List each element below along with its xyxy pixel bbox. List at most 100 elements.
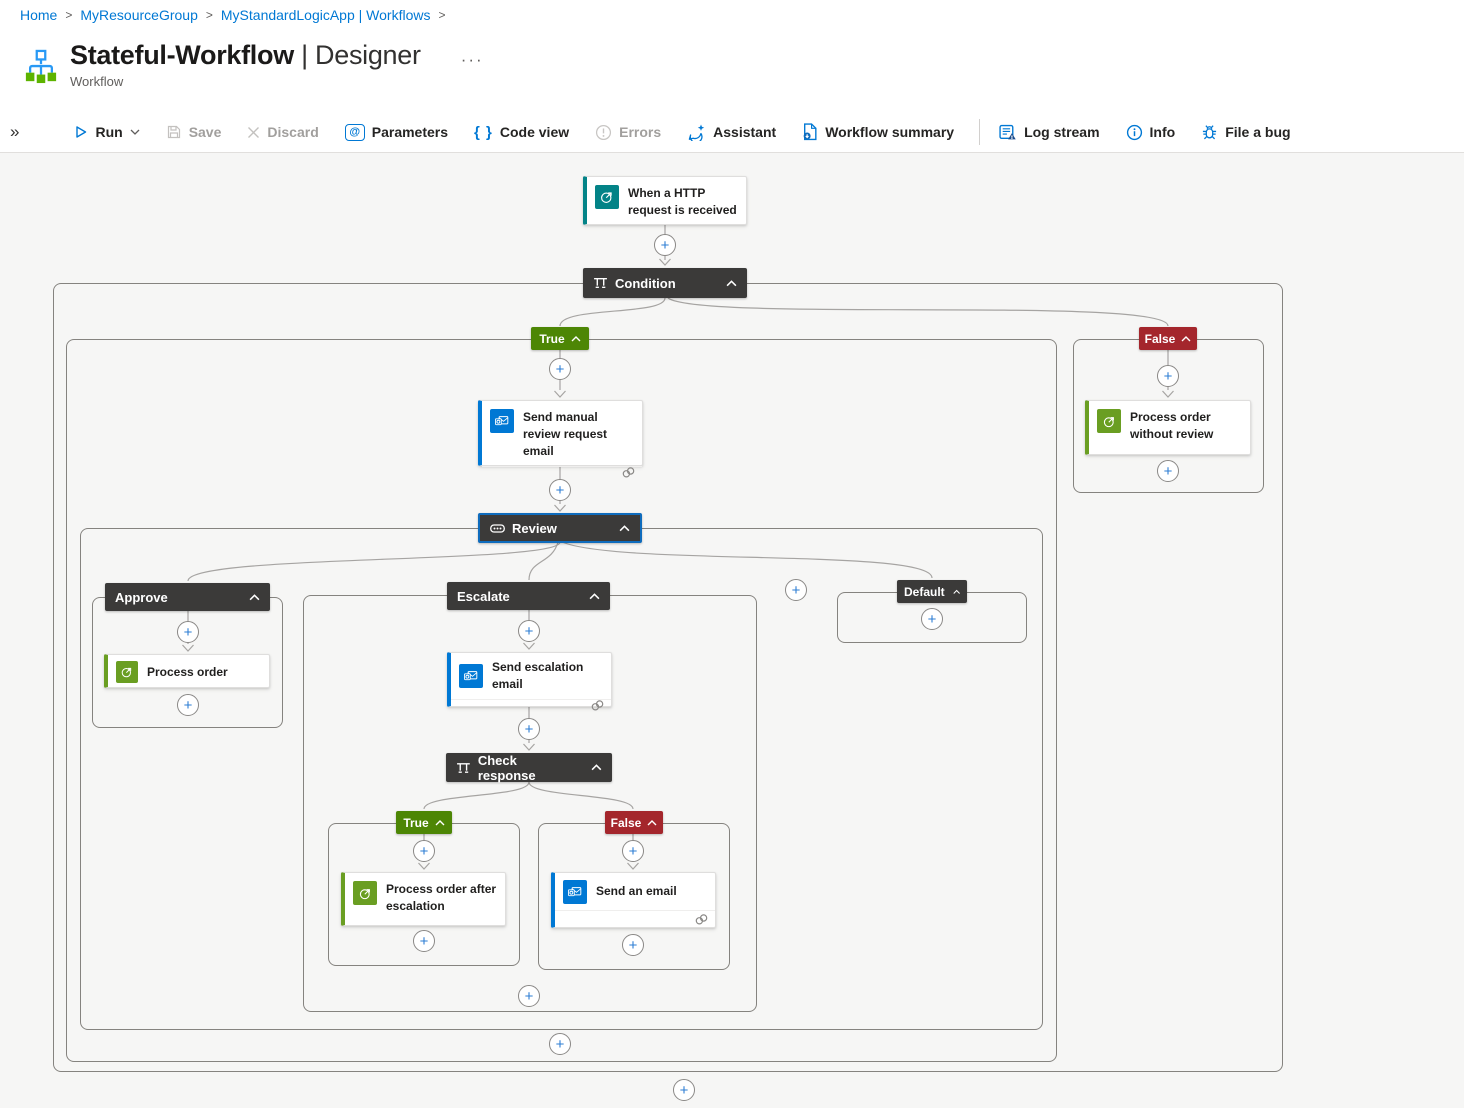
code-view-button[interactable]: { } Code view (474, 123, 570, 141)
condition-true-label[interactable]: True (531, 327, 589, 350)
plus-icon: + (1163, 462, 1173, 480)
action-label: Send manual review request email (523, 410, 608, 458)
action-card-send-escalation-email[interactable]: Send escalation email (447, 652, 612, 711)
http-action-icon (353, 881, 377, 905)
document-download-icon (803, 123, 817, 141)
breadcrumb: Home > MyResourceGroup > MyStandardLogic… (20, 7, 446, 23)
condition-false-label[interactable]: False (1139, 327, 1197, 350)
chevron-up-icon (953, 589, 960, 594)
case-escalate-header[interactable]: Escalate (447, 582, 610, 610)
breadcrumb-logic-app[interactable]: MyStandardLogicApp | Workflows (220, 7, 431, 23)
breadcrumb-home[interactable]: Home (20, 7, 58, 23)
info-button[interactable]: Info (1113, 112, 1189, 152)
add-action-button[interactable]: + (549, 479, 571, 501)
outlook-icon (563, 879, 587, 904)
trigger-card-http-request[interactable]: When a HTTP request is received (583, 176, 747, 225)
breadcrumb-resource-group[interactable]: MyResourceGroup (80, 7, 198, 23)
add-action-button[interactable]: + (177, 621, 199, 643)
plus-icon: + (555, 1035, 565, 1053)
plus-icon: + (927, 610, 937, 628)
file-a-bug-button[interactable]: File a bug (1188, 112, 1303, 152)
assistant-icon (688, 124, 705, 141)
close-icon (248, 126, 260, 138)
action-card-process-order[interactable]: Process order (104, 654, 270, 688)
discard-button[interactable]: Discard (234, 112, 331, 152)
plus-icon: + (1163, 367, 1173, 385)
action-label: Send escalation email (492, 660, 584, 691)
add-action-button[interactable]: + (1157, 365, 1179, 387)
review-switch-node[interactable]: Review (478, 513, 642, 543)
add-action-button[interactable]: + (518, 620, 540, 642)
toolbar-divider (979, 119, 981, 145)
condition-icon (594, 278, 607, 288)
expand-panel-icon[interactable]: » (10, 122, 20, 141)
condition-node[interactable]: Condition (583, 268, 747, 298)
check-false-label[interactable]: False (605, 811, 663, 834)
plus-icon: + (183, 623, 193, 641)
chevron-up-icon (591, 764, 602, 771)
add-action-button[interactable]: + (177, 694, 199, 716)
case-label: Default (904, 584, 945, 599)
action-card-send-manual-review[interactable]: Send manual review request email (478, 400, 643, 478)
add-action-button[interactable]: + (549, 1033, 571, 1055)
outlook-icon (459, 664, 483, 688)
action-label: Send an email (596, 884, 677, 898)
chevron-up-icon (249, 593, 260, 600)
parameters-button[interactable]: @ Parameters (332, 112, 461, 152)
play-icon (76, 126, 87, 138)
action-card-process-order-without-review[interactable]: Process order without review (1085, 400, 1251, 455)
action-label: Process order (147, 664, 228, 679)
action-card-process-order-after-escalation[interactable]: Process order after escalation (341, 872, 506, 926)
page-title-view-suffix: | Designer (301, 40, 421, 70)
page-title: Stateful-Workflow | Designer (70, 40, 421, 70)
connection-icon (695, 913, 708, 925)
command-bar: » Run Save Discard @ Parameters { } Code… (0, 112, 1464, 153)
add-action-button[interactable]: + (673, 1079, 695, 1101)
add-action-button[interactable]: + (654, 234, 676, 256)
case-label: Approve (115, 589, 168, 605)
add-case-button[interactable]: + (785, 579, 807, 601)
add-action-button[interactable]: + (549, 358, 571, 380)
add-action-button[interactable]: + (921, 608, 943, 630)
http-action-icon (116, 661, 138, 683)
log-stream-button[interactable]: Log stream (986, 112, 1112, 152)
chevron-up-icon (1181, 335, 1191, 341)
info-icon (1126, 124, 1142, 140)
action-label: Process order without review (1130, 410, 1214, 441)
chevron-down-icon (130, 129, 140, 135)
breadcrumb-separator-icon: > (205, 8, 213, 22)
chevron-up-icon (571, 335, 581, 341)
add-action-button[interactable]: + (413, 930, 435, 952)
check-response-node[interactable]: Check response (446, 752, 612, 783)
plus-icon: + (628, 936, 638, 954)
plus-icon: + (419, 932, 429, 950)
condition-label: Condition (615, 275, 676, 291)
case-approve-header[interactable]: Approve (105, 583, 270, 611)
workflow-summary-button[interactable]: Workflow summary (789, 112, 967, 152)
connection-icon (622, 467, 635, 478)
http-request-icon (595, 185, 619, 209)
connection-icon (591, 700, 604, 711)
add-action-button[interactable]: + (518, 985, 540, 1007)
add-action-button[interactable]: + (518, 718, 540, 740)
plus-icon: + (660, 236, 670, 254)
check-response-label: Check response (477, 752, 536, 783)
action-card-send-an-email[interactable]: Send an email (551, 872, 716, 928)
add-action-button[interactable]: + (1157, 460, 1179, 482)
plus-icon: + (791, 581, 801, 599)
case-label: Escalate (457, 588, 510, 604)
bug-icon (1203, 124, 1217, 139)
resource-type-label: Workflow (70, 74, 124, 89)
errors-button[interactable]: Errors (582, 112, 674, 152)
add-action-button[interactable]: + (413, 840, 435, 862)
plus-icon: + (628, 842, 638, 860)
assistant-button[interactable]: Assistant (674, 112, 789, 152)
run-button[interactable]: Run (61, 112, 152, 152)
case-default-header[interactable]: Default (897, 580, 967, 603)
add-action-button[interactable]: + (622, 934, 644, 956)
save-button[interactable]: Save (153, 112, 235, 152)
add-action-button[interactable]: + (622, 840, 644, 862)
parameters-icon: @ (344, 123, 365, 141)
more-options-icon[interactable]: ··· (460, 50, 484, 69)
check-true-label[interactable]: True (396, 811, 452, 834)
